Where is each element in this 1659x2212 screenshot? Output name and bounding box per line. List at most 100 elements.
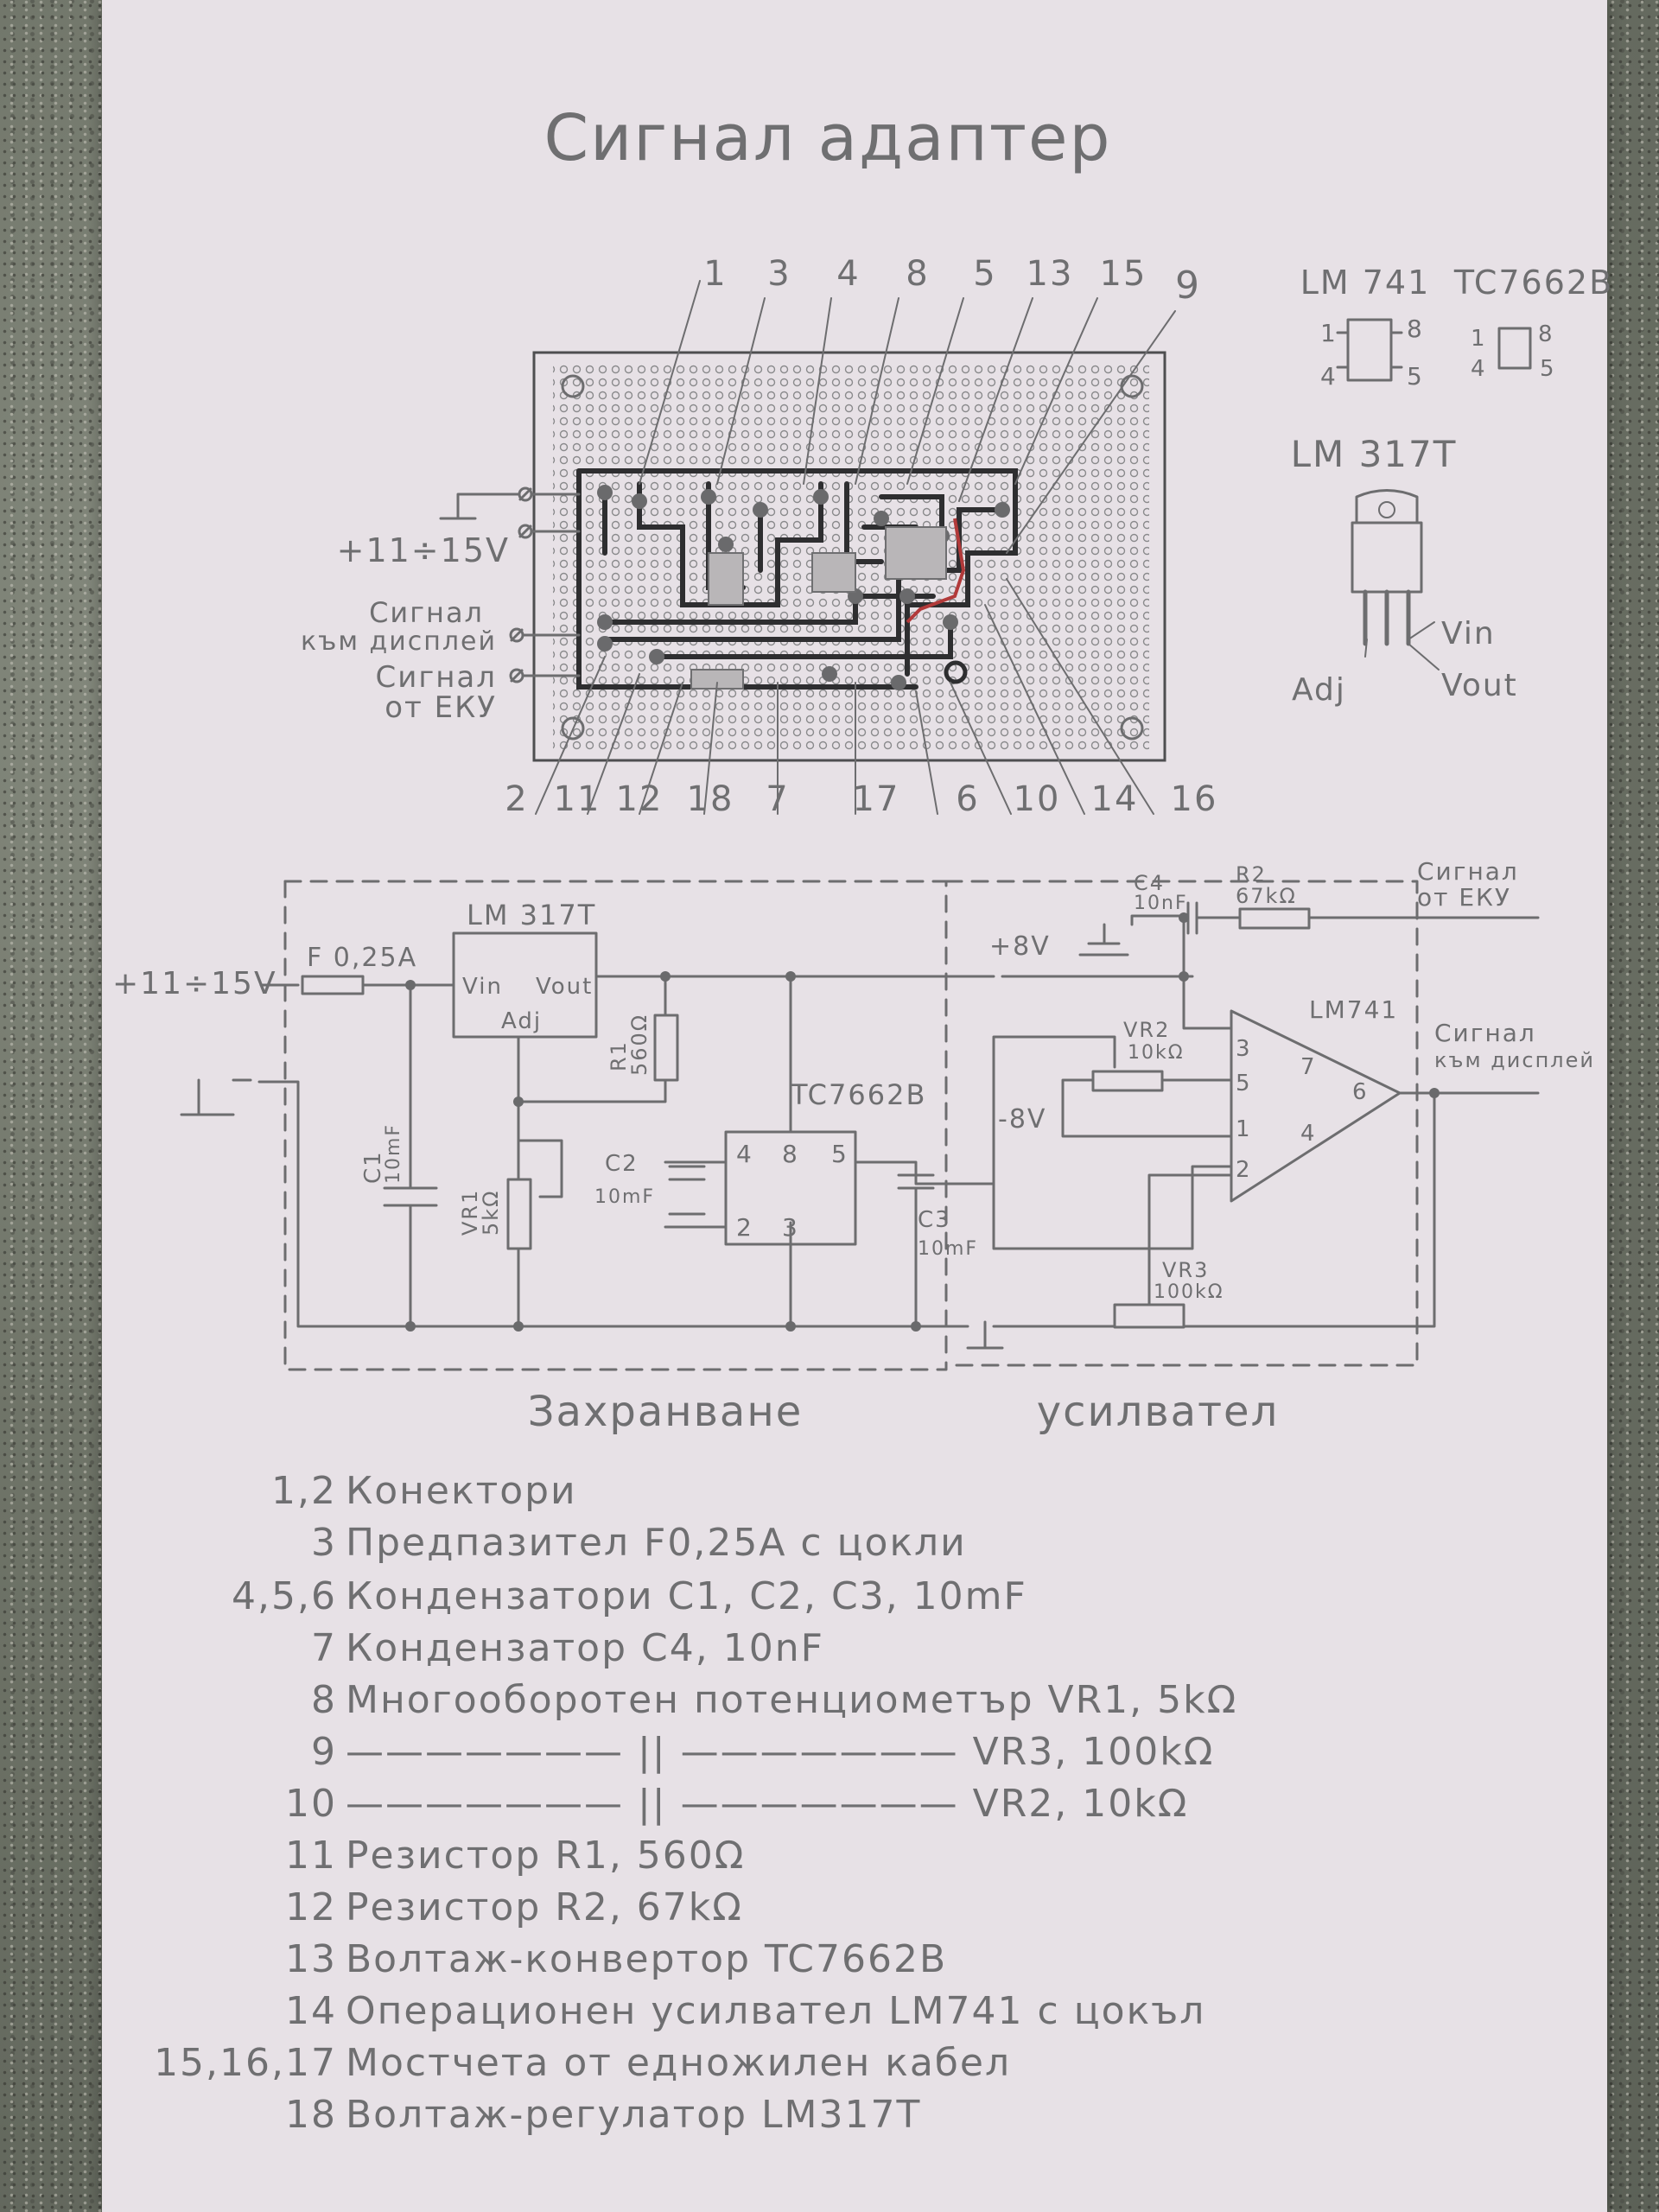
pin-label: 4 xyxy=(1471,356,1487,382)
pin-label: 8 xyxy=(1407,315,1424,343)
pcb-ecu-label: от ЕКУ xyxy=(385,690,497,725)
c2-label: C2 xyxy=(605,1151,639,1177)
vr1-label: VR1 xyxy=(458,1189,482,1236)
package-name: TC7662B xyxy=(1453,264,1613,302)
part-num: 4,5,6 xyxy=(232,1574,337,1618)
pin-label: Vin xyxy=(1441,616,1496,652)
pin-label: 8 xyxy=(1538,321,1554,347)
part-text: Кондензатор C4, 10nF xyxy=(346,1626,824,1670)
schematic-wires xyxy=(180,880,1540,1371)
package-name: LM 741 xyxy=(1300,264,1431,302)
package-tc7662b: TC7662B 1 4 8 5 xyxy=(1453,264,1613,382)
vr3-value: 100kΩ xyxy=(1154,1281,1224,1303)
package-lm317t: LM 317T Adj Vin Vout xyxy=(1291,433,1518,708)
part-num: 3 xyxy=(311,1521,337,1565)
part-text: Кондензатори C1, C2, C3, 10mF xyxy=(346,1574,1027,1618)
pcb-num: 11 xyxy=(554,779,601,819)
pcb-left-connections xyxy=(439,486,581,683)
r2-value: 67kΩ xyxy=(1236,884,1297,908)
part-num: 14 xyxy=(285,1989,337,2033)
pcb-display-label: към дисплей xyxy=(301,626,497,657)
sig-ecu-label: от ЕКУ xyxy=(1417,883,1511,912)
section-amp-label: усилвател xyxy=(1037,1388,1280,1436)
opamp-pin: 4 xyxy=(1300,1121,1317,1147)
pcb-num: 8 xyxy=(906,254,929,294)
part-num: 10 xyxy=(285,1782,337,1826)
pin-label: Adj xyxy=(1292,672,1346,708)
r1-value: 560Ω xyxy=(627,1014,652,1076)
pcb-display-label: Сигнал xyxy=(369,596,484,629)
pcb-num: 13 xyxy=(1027,254,1074,294)
sig-display-label: към дисплей xyxy=(1434,1048,1595,1072)
part-text: Волтаж-регулатор LM317T xyxy=(346,2093,921,2137)
pin-label: 5 xyxy=(1540,356,1556,382)
pcb-top-numbers: 1 3 4 8 5 13 15 9 xyxy=(703,254,1201,308)
package-name: LM 317T xyxy=(1291,433,1458,475)
lm317-pin: Adj xyxy=(501,1008,542,1034)
opamp-pin: 2 xyxy=(1236,1157,1252,1183)
pcb-pads xyxy=(597,485,1010,690)
pin-label: 4 xyxy=(1320,362,1338,391)
c3-label: C3 xyxy=(918,1207,951,1233)
opamp-pin: 5 xyxy=(1236,1071,1252,1096)
part-num: 1,2 xyxy=(271,1469,337,1513)
part-text: Резистор R2, 67kΩ xyxy=(346,1885,743,1929)
opamp-name: LM741 xyxy=(1309,995,1398,1024)
pcb-num: 16 xyxy=(1171,779,1218,819)
tc-pin: 5 xyxy=(831,1140,849,1168)
pcb-num: 7 xyxy=(766,779,789,819)
part-text: ——————— || ——————— VR2, 10kΩ xyxy=(346,1782,1188,1826)
lm317-pin: Vout xyxy=(536,974,593,1000)
pcb-num: 2 xyxy=(505,779,528,819)
pcb-num: 10 xyxy=(1014,779,1061,819)
part-text: Предпазител F0,25A с цокли xyxy=(346,1521,967,1565)
page-title: Сигнал адаптер xyxy=(543,101,1111,175)
fuse-label: F 0,25A xyxy=(307,943,417,973)
pcb-num: 12 xyxy=(616,779,664,819)
pin-label: Vout xyxy=(1441,668,1518,703)
tc-pin: 2 xyxy=(736,1213,753,1242)
part-num: 8 xyxy=(311,1678,337,1722)
pcb-num: 18 xyxy=(687,779,734,819)
part-num: 13 xyxy=(285,1937,337,1981)
opamp-pin: 3 xyxy=(1236,1036,1252,1062)
c4-label: C4 xyxy=(1134,871,1165,895)
pcb-num: 5 xyxy=(973,254,996,294)
minus8-label: -8V xyxy=(998,1104,1046,1135)
opamp-pin: 1 xyxy=(1236,1116,1252,1142)
pin-label: 5 xyxy=(1407,362,1424,391)
vr2-value: 10kΩ xyxy=(1128,1042,1185,1064)
pin-label: 1 xyxy=(1471,326,1487,352)
part-text: Волтаж-конвертор TC7662B xyxy=(346,1937,947,1981)
part-text: Операционен усилвател LM741 с цокъл xyxy=(346,1989,1205,2033)
c1-label: C1 xyxy=(360,1150,386,1184)
opamp-pin: 6 xyxy=(1352,1079,1369,1105)
part-num: 7 xyxy=(311,1626,337,1670)
parts-list: 1,2 Конектори 3 Предпазител F0,25A с цок… xyxy=(154,1469,1237,2137)
part-text: Конектори xyxy=(346,1469,577,1513)
tc-pin: 4 xyxy=(736,1140,753,1168)
tc-pin: 8 xyxy=(782,1140,799,1168)
section-power-label: Захранване xyxy=(528,1388,803,1436)
c1-value: 10mF xyxy=(383,1123,404,1184)
vr1-value: 5kΩ xyxy=(479,1189,503,1236)
package-lm741: LM 741 1 4 8 5 xyxy=(1300,264,1431,391)
sig-ecu-label: Сигнал xyxy=(1417,857,1519,886)
supply-in-label: +11÷15V xyxy=(112,966,277,1001)
part-num: 12 xyxy=(285,1885,337,1929)
c2-value: 10mF xyxy=(594,1186,655,1208)
part-num: 9 xyxy=(311,1730,337,1774)
pcb-num: 9 xyxy=(1175,264,1201,308)
vr2-label: VR2 xyxy=(1123,1018,1170,1042)
opamp-pin: 7 xyxy=(1300,1054,1317,1080)
tc-name: TC7662B xyxy=(790,1078,926,1111)
lm317-pin: Vin xyxy=(462,974,503,1000)
pcb-ecu-label: Сигнал xyxy=(376,660,498,695)
pcb-leader-lines xyxy=(535,280,1176,815)
c3-value: 10mF xyxy=(918,1238,978,1260)
schematic-nodes xyxy=(405,912,1440,1332)
lm317-name: LM 317T xyxy=(467,899,596,931)
part-text: Многооборотен потенциометър VR1, 5kΩ xyxy=(346,1678,1237,1722)
pcb-num: 17 xyxy=(853,779,900,819)
